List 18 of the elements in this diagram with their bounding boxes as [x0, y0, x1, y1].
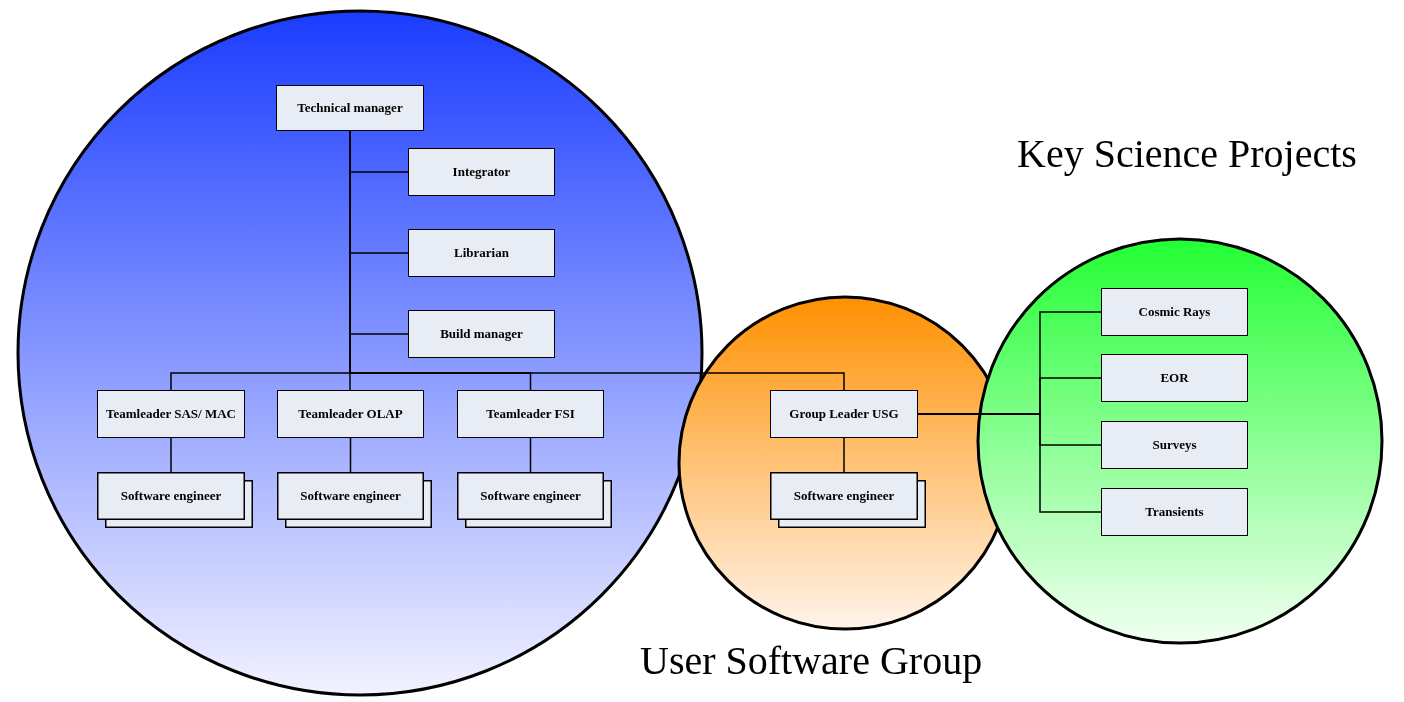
role-box: Technical manager: [276, 85, 424, 131]
role-box: Build manager: [408, 310, 555, 358]
role-box: Librarian: [408, 229, 555, 277]
role-box: Cosmic Rays: [1101, 288, 1248, 336]
connector-line: [349, 437, 352, 473]
role-box: Teamleader OLAP: [277, 390, 424, 438]
role-box: EOR: [1101, 354, 1248, 402]
role-box: Surveys: [1101, 421, 1248, 469]
group-heading: Key Science Projects: [1017, 130, 1357, 177]
role-box: Integrator: [408, 148, 555, 196]
connector-line: [529, 437, 532, 473]
role-box: Teamleader FSI: [457, 390, 604, 438]
role-box: Group Leader USG: [770, 390, 918, 438]
group-heading: User Software Group: [640, 637, 983, 684]
role-box: Teamleader SAS/ MAC: [97, 390, 245, 438]
role-box: Transients: [1101, 488, 1248, 536]
connector-line: [170, 437, 172, 473]
connector-line: [843, 437, 845, 473]
